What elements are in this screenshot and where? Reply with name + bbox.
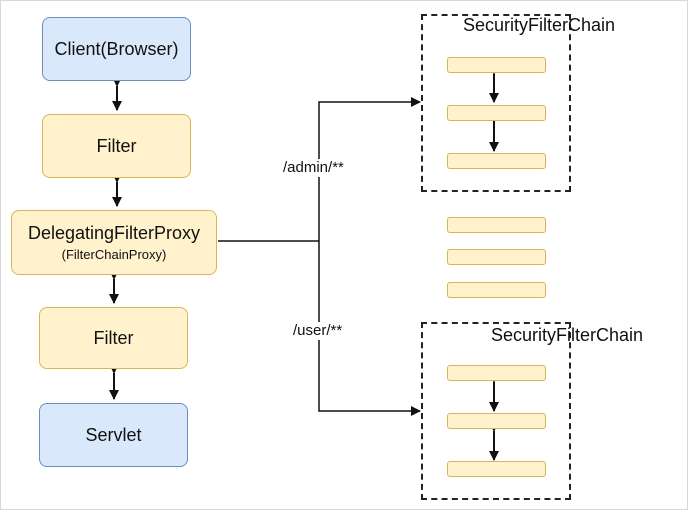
security-filter-chain-bottom-title: SecurityFilterChain <box>491 325 644 345</box>
client-browser-label: Client(Browser) <box>54 39 179 59</box>
security-filter-chain-top[interactable] <box>421 14 571 192</box>
user-route-label: /user/** <box>291 322 345 340</box>
bottom-chain-filter-1[interactable] <box>447 365 546 381</box>
top-chain-filter-2[interactable] <box>447 105 546 121</box>
filter-top-node[interactable]: Filter <box>42 114 191 178</box>
middle-filter-2[interactable] <box>447 249 546 265</box>
middle-filter-3[interactable] <box>447 282 546 298</box>
client-browser-node[interactable]: Client(Browser) <box>42 17 191 81</box>
delegating-filter-proxy-label: DelegatingFilterProxy <box>27 222 201 243</box>
middle-filter-1[interactable] <box>447 217 546 233</box>
top-chain-filter-1[interactable] <box>447 57 546 73</box>
delegating-filter-proxy-node[interactable]: DelegatingFilterProxy (FilterChainProxy) <box>11 210 217 275</box>
filter-bottom-node[interactable]: Filter <box>39 307 188 369</box>
filter-bottom-label: Filter <box>93 328 134 348</box>
security-filter-chain-bottom[interactable] <box>421 322 571 500</box>
filter-top-label: Filter <box>96 136 137 156</box>
servlet-node[interactable]: Servlet <box>39 403 188 467</box>
bottom-chain-filter-3[interactable] <box>447 461 546 477</box>
top-chain-filter-3[interactable] <box>447 153 546 169</box>
servlet-label: Servlet <box>85 425 142 445</box>
filter-chain-proxy-label: (FilterChainProxy) <box>61 246 167 262</box>
security-filter-chain-top-title: SecurityFilterChain <box>463 15 616 35</box>
admin-route-label: /admin/** <box>281 159 346 177</box>
bottom-chain-filter-2[interactable] <box>447 413 546 429</box>
